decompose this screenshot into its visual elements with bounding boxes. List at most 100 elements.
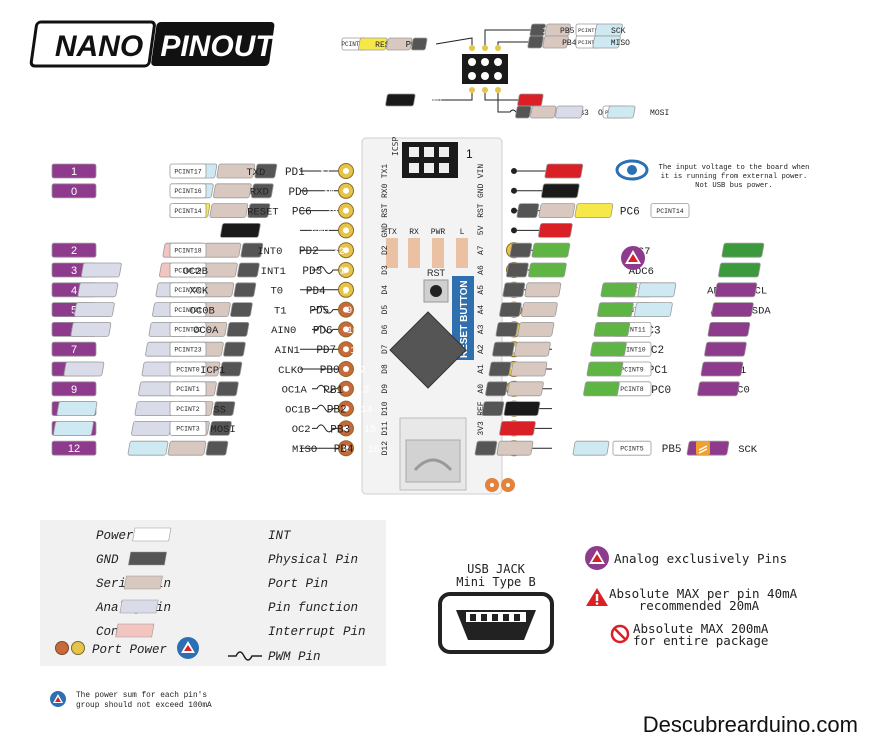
pwm-wave xyxy=(312,404,338,413)
physical-pin-text: 32 xyxy=(333,247,345,258)
legend-label-pwm: PWM Pin xyxy=(268,650,321,664)
port-pin-text: PD0 xyxy=(288,187,308,199)
pin-function-text: INT0 xyxy=(257,246,282,258)
arduino-analog-pin: A6 xyxy=(718,262,840,278)
led-label: TX xyxy=(387,228,397,237)
pin-function-text: INT1 xyxy=(261,266,286,278)
board-left-pin-label: TX1 xyxy=(381,164,390,179)
pin-pad-hole xyxy=(343,168,349,174)
port-pin-text: PD5 xyxy=(309,306,329,318)
physical-pin-text: 13 xyxy=(357,385,369,396)
physical-pin: 21 xyxy=(481,401,642,416)
pcint-label: PCINT21 xyxy=(169,302,207,318)
board-right-pin-label: A4 xyxy=(477,305,486,315)
alt-function: OC0A xyxy=(70,321,219,337)
pcint-label: PCINT22 xyxy=(169,321,207,337)
board-left-pin-label: D6 xyxy=(381,324,390,334)
pcint-label: PCINT3 xyxy=(169,420,207,436)
physical-pin: 14 xyxy=(212,401,373,416)
board-left-pin-label: D11 xyxy=(381,421,390,436)
pin-function-text: MISO xyxy=(292,444,317,456)
max-pin-warning-icon xyxy=(586,588,608,606)
port-pin: PC6 xyxy=(209,203,312,219)
pin-pad-hole xyxy=(343,346,349,353)
icsp-serial-text: MISO xyxy=(611,39,630,48)
pcint-label-text: PCINT20 xyxy=(174,287,201,294)
board-right-pin-label: A2 xyxy=(477,344,486,354)
legend-pwm-wave xyxy=(228,651,262,661)
legend-swatch-interrupt xyxy=(115,623,155,638)
icsp-mosi-text: MOSI xyxy=(650,109,669,118)
pcint-label: PCINT1 xyxy=(169,381,207,397)
pcint-label-text: PCINT17 xyxy=(174,168,201,175)
pcint-label-text: PCINT18 xyxy=(174,248,201,255)
icsp-phys1-text: 1 xyxy=(431,40,436,50)
port-pin: PD4 xyxy=(195,282,326,298)
pin-dot xyxy=(511,168,517,174)
board-left-pin-label: RX0 xyxy=(381,183,390,198)
pin-pad-hole xyxy=(343,445,349,452)
board-left-pin-label: D2 xyxy=(381,245,390,255)
icsp-pcint-text: PCINT5 xyxy=(578,27,598,34)
gnd-label-text: GND xyxy=(617,187,635,198)
arduino-pin-number: 12 xyxy=(51,440,97,456)
usb-jack-line2: Mini Type B xyxy=(456,575,535,589)
pin-function-text: OC2 xyxy=(292,424,311,436)
vin-note-line: The input voltage to the board when xyxy=(659,164,810,172)
arduino-pin-number: 1 xyxy=(51,163,97,179)
legend-port-power-pad-a xyxy=(55,641,69,655)
port-pin: PC0 xyxy=(507,381,671,397)
pwm-wave xyxy=(312,325,338,334)
icsp-serial: MISO xyxy=(592,35,630,49)
board-right-pin-label: 5V xyxy=(477,225,486,235)
alt-function-text: SS xyxy=(213,404,226,416)
pcint-label: PCINT18 xyxy=(169,242,207,258)
pcint-label: PCINT14 xyxy=(169,203,207,219)
pwm-wave xyxy=(312,424,338,433)
arduino-pin-number: 17 A3 xyxy=(707,321,858,337)
pcint-label-text: PCINT22 xyxy=(174,327,201,334)
alt-function-text: MOSI xyxy=(211,424,236,436)
board-right-pin-label: A1 xyxy=(477,364,486,374)
physical-pin: 31 xyxy=(254,163,331,179)
aref-label-text: AREF xyxy=(653,405,677,416)
pin-function-text: RESET xyxy=(247,206,279,218)
port-pin-text: PB4 xyxy=(334,444,354,456)
arduino-pin-number-text: 1 xyxy=(71,166,77,178)
physical-pin-text: 2 xyxy=(343,286,349,297)
pin-function-text: T1 xyxy=(274,305,287,317)
pin-dot xyxy=(511,227,517,234)
5v-label-text: 5V xyxy=(629,227,641,238)
physical-pin-text: 31 xyxy=(319,168,331,179)
pcint-label-text: PCINT8 xyxy=(620,386,644,393)
rst-label: RST xyxy=(427,268,446,278)
physical-pin: 2 xyxy=(233,282,349,297)
physical-pin: 30 xyxy=(251,183,334,198)
pcint-label-text: PCINT23 xyxy=(174,347,201,354)
led-label: RX xyxy=(409,228,419,237)
note-max-package-2: for entire package xyxy=(633,633,768,648)
arduino-pin-number-text: 16 A2 xyxy=(833,344,861,356)
port-pin-text: PD6 xyxy=(313,325,333,337)
pin-dot xyxy=(511,187,517,194)
physical-pin-text: 1 xyxy=(339,267,345,278)
adc-label: SCK xyxy=(572,440,758,456)
3v3-label-text: 3V3 xyxy=(658,425,676,436)
port-pin-text: PC6 xyxy=(620,207,640,219)
icsp-serial-text: SCK xyxy=(611,27,626,36)
arduino-pin-number-text: 2 xyxy=(71,245,77,257)
pin-function-text: AIN0 xyxy=(271,325,296,337)
physical-pin-text: 29 xyxy=(326,207,338,218)
arduino-pin-number-text: 18 A4 xyxy=(826,305,854,317)
pin-pad-hole xyxy=(343,207,349,214)
note-analog-exclusive: Analog exclusively Pins xyxy=(614,551,787,566)
alt-function: XCK xyxy=(77,282,209,298)
icsp-port-text: PB4 xyxy=(562,39,577,48)
board-right-pin-label: A7 xyxy=(477,245,486,255)
physical-pin-text: 14 xyxy=(361,405,373,416)
power-note-line: group should not exceed 100mA xyxy=(76,702,212,710)
pin-pad-hole xyxy=(343,227,349,234)
pcint-label-text: PCINT9 xyxy=(620,366,644,373)
